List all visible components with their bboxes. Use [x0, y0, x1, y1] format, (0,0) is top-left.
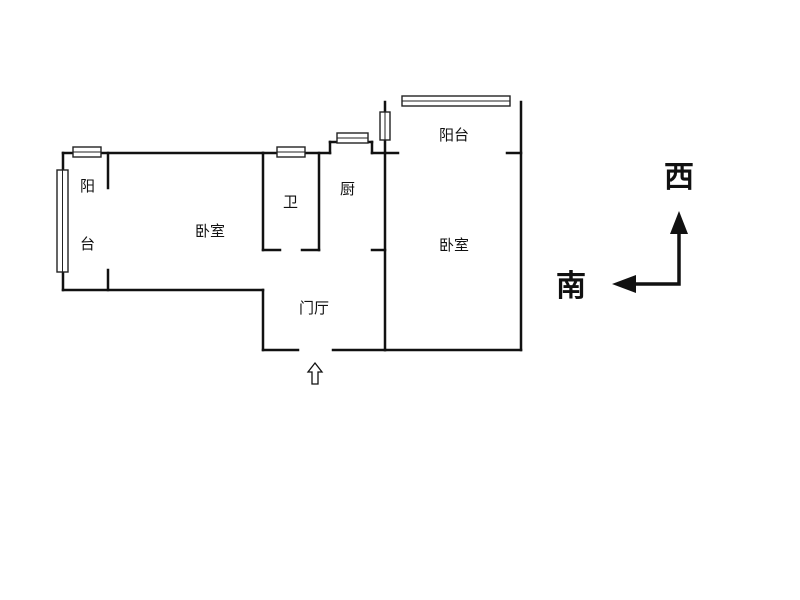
compass-arrow-shaft: [632, 232, 681, 286]
compass-arrow-left-icon: [612, 275, 636, 293]
compass-label-up: 西: [664, 160, 694, 195]
room-label-balcony-right: 阳台: [439, 126, 469, 144]
window-left-top: [72, 146, 102, 158]
window-bathroom: [276, 146, 306, 158]
room-label-balcony-left-top: 阳: [80, 177, 95, 195]
windows: [56, 95, 511, 273]
room-label-balcony-left-bottom: 台: [80, 235, 95, 253]
room-label-bedroom-left: 卧室: [195, 222, 225, 240]
compass: 西 南: [556, 160, 694, 304]
entry-arrow-icon: [306, 361, 324, 385]
window-right-top: [401, 95, 511, 107]
compass-arrow-up-icon: [670, 211, 688, 234]
room-label-bedroom-right: 卧室: [439, 236, 469, 254]
room-label-bathroom: 卫: [283, 193, 298, 211]
window-right-side: [379, 111, 391, 141]
room-label-kitchen: 厨: [340, 180, 355, 198]
window-left-side: [56, 169, 69, 273]
window-kitchen: [336, 132, 369, 144]
compass-label-left: 南: [556, 269, 586, 304]
room-label-entrance-hall: 门厅: [299, 299, 329, 317]
